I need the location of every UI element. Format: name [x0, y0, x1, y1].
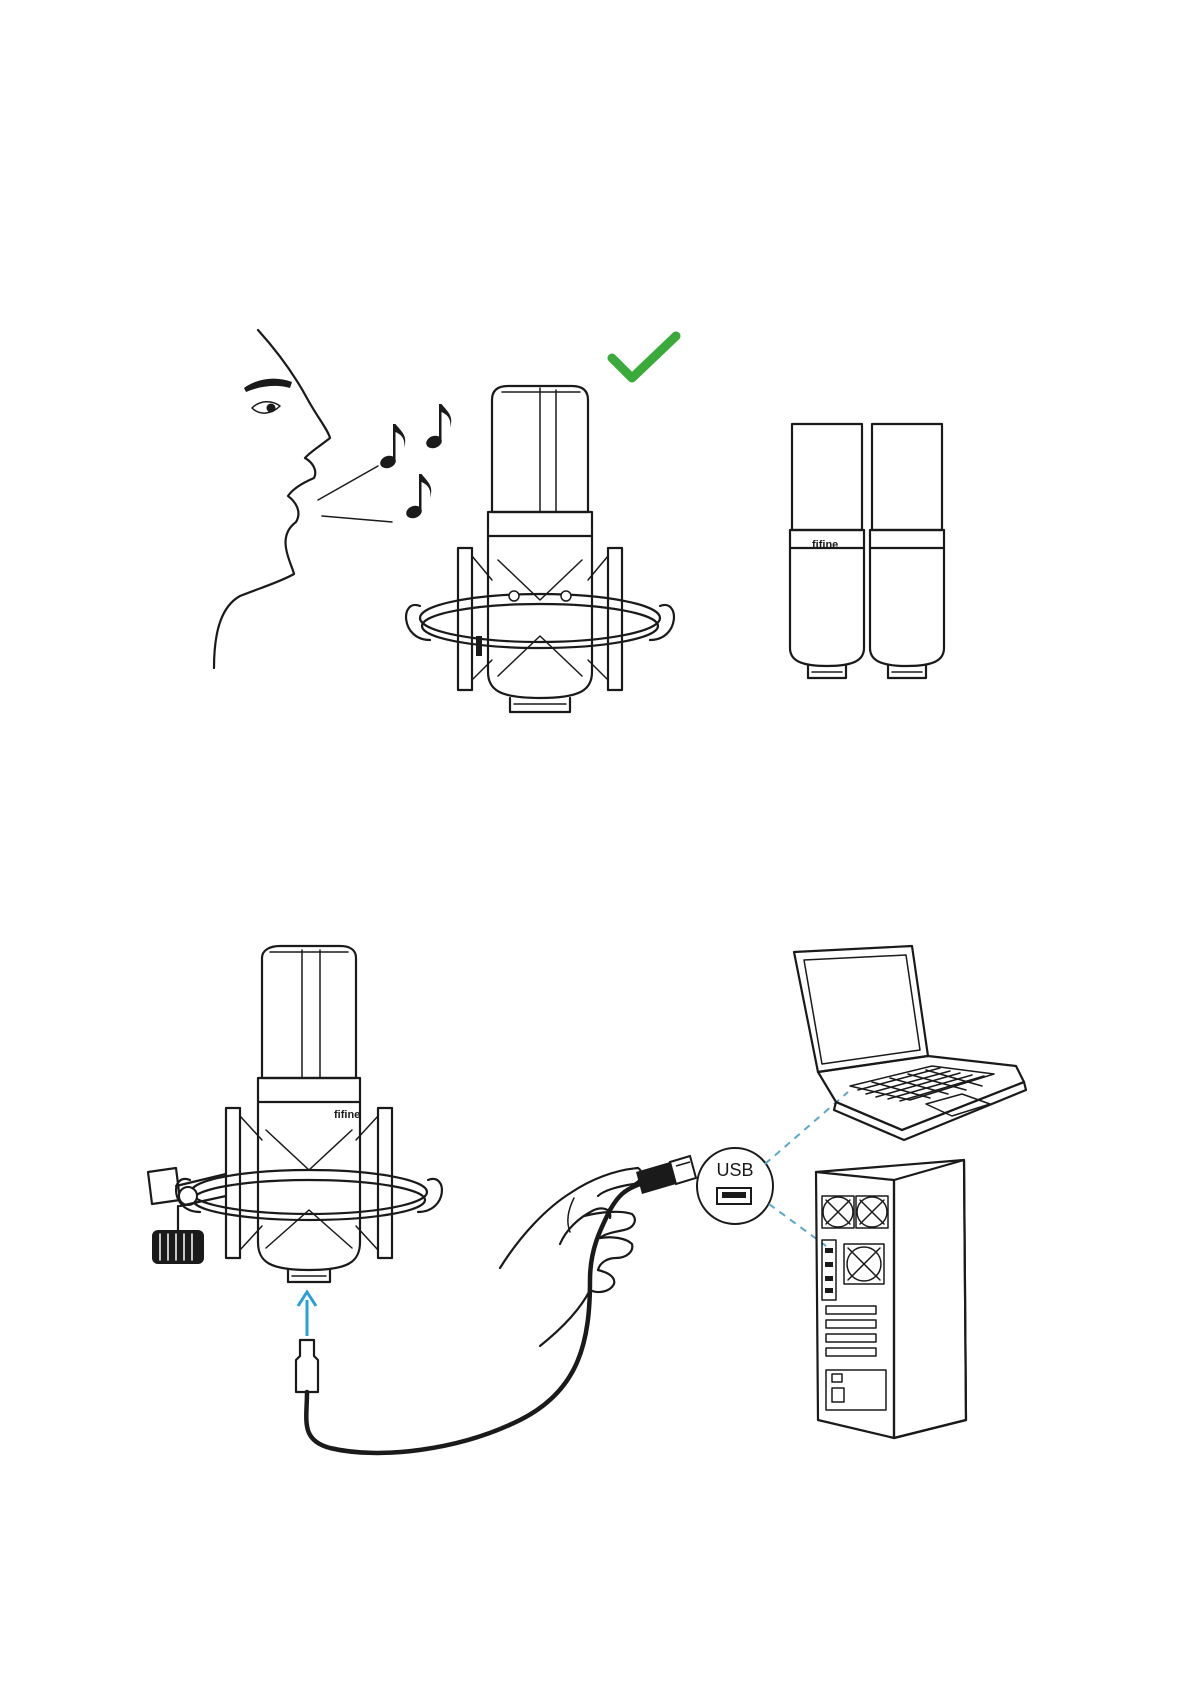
insert-arrow-icon	[298, 1292, 316, 1336]
usb-plug	[636, 1162, 676, 1194]
person-face-profile	[214, 330, 392, 668]
microphone-front-back-views: fifine	[790, 424, 944, 678]
usb-label: USB	[716, 1160, 753, 1180]
microphone-in-shock-mount	[406, 386, 674, 712]
usb-port-callout: USB	[697, 1092, 848, 1246]
laptop	[794, 946, 1026, 1140]
desktop-tower	[816, 1160, 966, 1438]
usb-cable	[296, 1156, 696, 1453]
eyebrow	[244, 379, 292, 392]
figure-singing-into-mic: fifine	[214, 330, 944, 712]
check-icon	[612, 336, 676, 378]
eye-pupil	[267, 404, 276, 413]
mic-brand-logo: fifine	[334, 1109, 360, 1121]
mic-connector-plug	[296, 1340, 318, 1392]
figure-usb-connection: fifine	[148, 946, 1026, 1453]
music-note-icon	[378, 404, 451, 520]
microphone-with-stand-mount: fifine	[148, 946, 442, 1282]
mic-brand-logo: fifine	[812, 539, 838, 551]
